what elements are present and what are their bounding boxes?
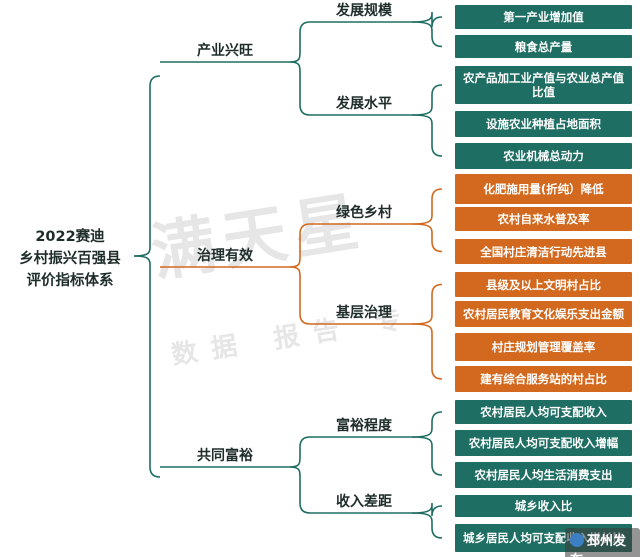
- root-title-line: 乡村振兴百强县: [19, 251, 121, 267]
- connector: [289, 223, 311, 268]
- connector: [411, 512, 443, 539]
- group-label: 收入差距: [336, 494, 392, 510]
- connector: [133, 255, 161, 478]
- indicator-box: 农村居民人均可支配收入: [455, 400, 632, 424]
- indicator-box: 农业机械总动力: [455, 143, 632, 169]
- indicator-box: 农村居民人均生活消费支出: [455, 462, 632, 488]
- indicator-box: 农产品加工业产值与农业总产值比值: [455, 66, 632, 104]
- indicator-box: 建有综合服务站的村占比: [455, 366, 632, 392]
- group-label: 发展水平: [336, 96, 392, 112]
- connector: [289, 266, 311, 325]
- connector: [289, 466, 311, 514]
- connector: [411, 223, 443, 253]
- connector: [411, 436, 443, 476]
- indicator-box: 全国村庄清洁行动先进县: [455, 239, 632, 264]
- indicator-box: 设施农业种植占地面积: [455, 111, 632, 137]
- connector: [411, 21, 443, 48]
- connector: [133, 75, 161, 257]
- connector: [289, 61, 311, 116]
- indicator-box: 农村居民人均可支配收入增幅: [455, 430, 632, 456]
- group-label: 富裕程度: [336, 418, 392, 434]
- group-label: 发展规模: [336, 3, 392, 19]
- branch-label: 产业兴旺: [197, 43, 253, 59]
- connector: [411, 84, 443, 116]
- indicator-box: 农村居民教育文化娱乐支出金额: [455, 301, 632, 327]
- connector: [289, 21, 311, 63]
- indicator-box: 化肥施用量(折纯）降低: [455, 174, 632, 204]
- indicator-box: 县级及以上文明村占比: [455, 272, 632, 297]
- source-badge: 邳州发布: [565, 528, 640, 557]
- connector: [411, 283, 443, 325]
- branch-label: 共同富裕: [197, 448, 253, 464]
- branch-label: 治理有效: [197, 248, 253, 264]
- indicator-box: 村庄规划管理覆盖率: [455, 333, 632, 361]
- indicator-box: 第一产业增加值: [455, 5, 632, 29]
- connector: [411, 411, 443, 438]
- connector: [411, 502, 443, 517]
- root-title-line: 评价指标体系: [26, 273, 114, 289]
- connector: [411, 11, 443, 28]
- connector: [411, 114, 443, 157]
- root-title-line: 2022赛迪: [35, 229, 105, 245]
- indicator-box: 粮食总产量: [455, 35, 632, 58]
- source-badge-label: 邳州发布: [570, 534, 627, 557]
- root-title: 2022赛迪 乡村振兴百强县 评价指标体系: [6, 226, 134, 292]
- group-label: 绿色乡村: [336, 205, 392, 221]
- indicator-box: 城乡收入比: [455, 495, 632, 517]
- indicator-box: 农村自来水普及率: [455, 207, 632, 231]
- logo-icon: [570, 533, 584, 547]
- connector: [411, 323, 443, 380]
- connector: [289, 436, 311, 468]
- connector: [411, 188, 443, 225]
- group-label: 基层治理: [336, 305, 392, 321]
